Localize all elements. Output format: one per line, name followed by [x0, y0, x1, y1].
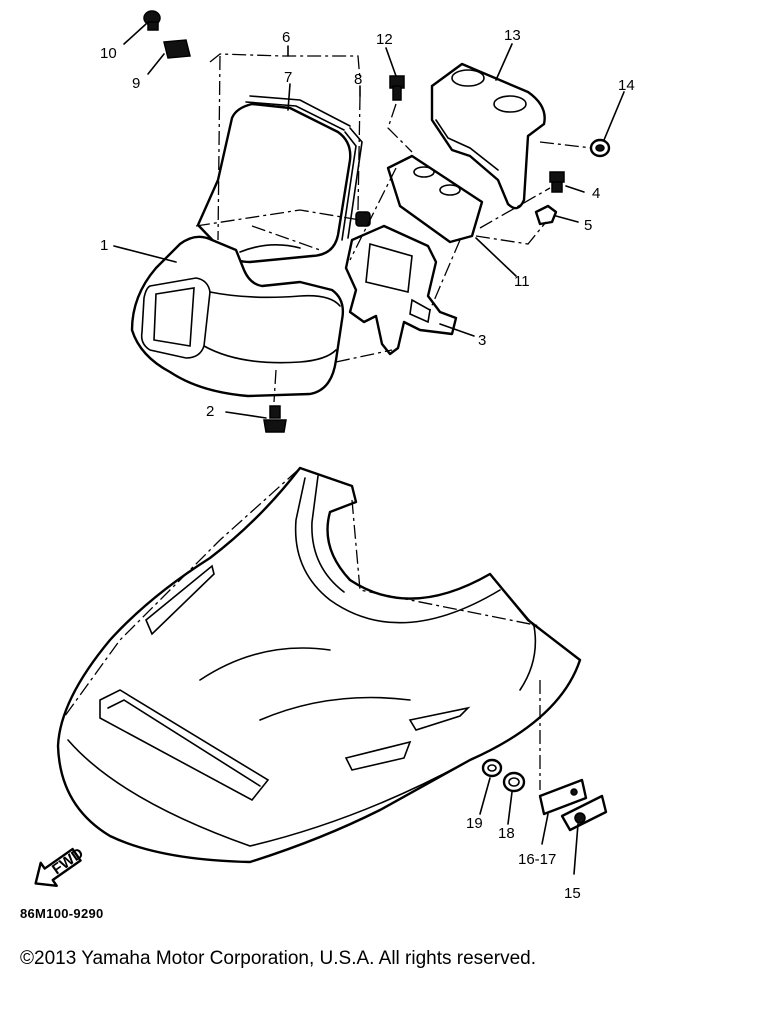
bolt-2 [263, 405, 287, 433]
clamp-15 [560, 794, 608, 832]
leader-lines [113, 23, 625, 875]
callout-19: 19 [466, 815, 483, 832]
fwd-label: FWD [49, 845, 87, 879]
windshield-part [196, 95, 363, 264]
callout-18: 18 [498, 825, 515, 842]
callout-9: 9 [132, 75, 140, 92]
callout-1: 1 [100, 237, 108, 254]
washer-18 [502, 771, 526, 793]
callout-14: 14 [618, 77, 635, 94]
plate-16-17 [538, 778, 588, 816]
callout-3: 3 [478, 332, 486, 349]
callout-7: 7 [284, 69, 292, 86]
body-cowl-part [56, 466, 582, 864]
callout-10: 10 [100, 45, 117, 62]
fwd-arrow-icon: FWD [34, 845, 87, 887]
copyright-notice: ©2013 Yamaha Motor Corporation, U.S.A. A… [20, 948, 536, 969]
cap-19 [481, 758, 503, 778]
screw-14 [589, 138, 611, 158]
callout-6: 6 [282, 29, 290, 46]
bolt-4 [549, 171, 565, 193]
bracket-part [344, 224, 458, 356]
bolt-10 [143, 10, 161, 31]
lower-stay-part [386, 154, 484, 244]
callout-2: 2 [206, 403, 214, 420]
nut-5 [534, 204, 558, 226]
callout-5: 5 [584, 217, 592, 234]
callout-4: 4 [592, 185, 600, 202]
callout-15: 15 [564, 885, 581, 902]
callout-8: 8 [354, 71, 362, 88]
callout-12: 12 [376, 31, 393, 48]
callout-11: 11 [514, 273, 530, 290]
callout-13: 13 [504, 27, 521, 44]
bolt-12 [389, 75, 405, 101]
clip-9 [163, 39, 191, 59]
diagram-code: 86M100-9290 [20, 906, 104, 921]
callout-16-17: 16-17 [518, 851, 556, 868]
upper-cover-part [430, 62, 546, 210]
headlight-cowling-part [130, 235, 345, 398]
